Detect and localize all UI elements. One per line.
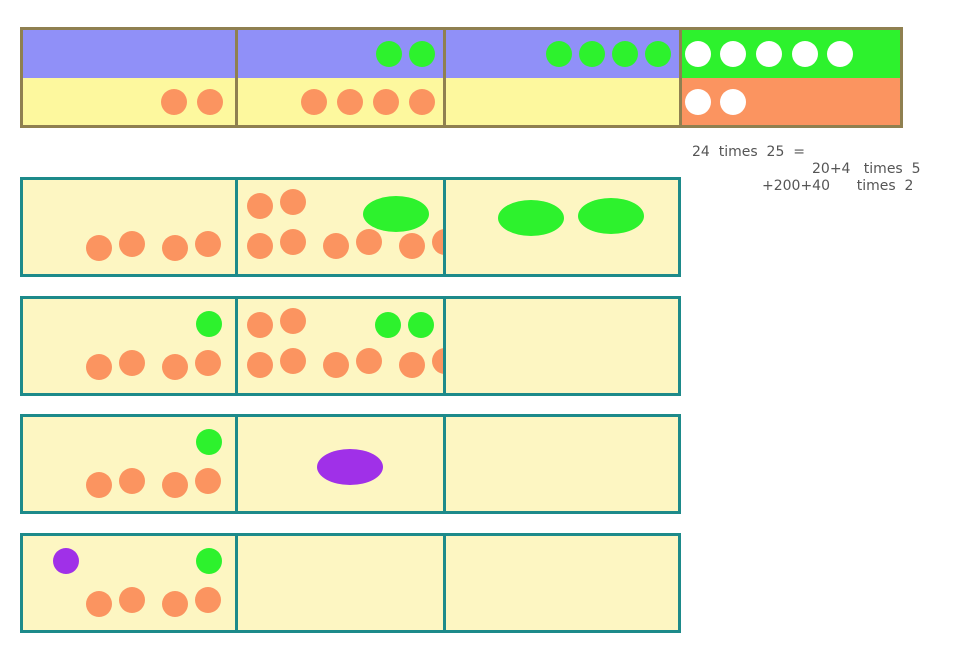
green-piece: [612, 41, 638, 67]
orange-piece: [301, 88, 327, 115]
orange-piece: [323, 233, 349, 259]
top-board-column: [238, 30, 443, 125]
orange-piece: [162, 591, 188, 617]
orange-piece: [247, 233, 273, 259]
top-board-lower-band: [23, 77, 235, 125]
orange-piece: [247, 312, 273, 338]
top-board-lower-band: [682, 77, 900, 125]
orange-piece: [162, 354, 188, 380]
green-piece: [546, 41, 572, 67]
top-board-upper-band: [238, 30, 443, 78]
orange-piece: [162, 472, 188, 498]
orange-piece: [195, 350, 221, 376]
step-board: [20, 533, 681, 633]
step-board-cell: [238, 180, 443, 274]
green-piece: [579, 41, 605, 67]
step-board-cell: [446, 536, 678, 630]
calc-line-2: 20+4 times 5: [812, 161, 921, 177]
step-board-cell: [446, 417, 678, 511]
orange-piece: [432, 348, 443, 374]
orange-piece: [86, 235, 112, 261]
white-piece: [827, 41, 853, 67]
purple-piece: [53, 548, 79, 574]
step-board: [20, 177, 681, 277]
orange-piece: [86, 472, 112, 498]
top-board-upper-band: [446, 30, 679, 78]
big-green-bead: [578, 198, 644, 234]
green-piece: [408, 312, 434, 338]
step-board-cell: [238, 299, 443, 393]
orange-piece: [197, 88, 223, 115]
green-piece: [409, 41, 435, 67]
white-piece: [685, 41, 711, 67]
orange-piece: [86, 354, 112, 380]
orange-piece: [323, 352, 349, 378]
orange-piece: [195, 231, 221, 257]
big-purple-bead: [317, 449, 383, 485]
orange-piece: [86, 591, 112, 617]
orange-piece: [356, 348, 382, 374]
white-piece: [720, 41, 746, 67]
big-green-bead: [363, 196, 429, 232]
green-piece: [196, 548, 222, 574]
step-board: [20, 414, 681, 514]
top-board-column: [23, 30, 235, 125]
orange-piece: [119, 231, 145, 257]
top-board-lower-band: [238, 77, 443, 125]
orange-piece: [119, 468, 145, 494]
top-board-upper-band: [23, 30, 235, 78]
orange-piece: [373, 88, 399, 115]
orange-piece: [119, 350, 145, 376]
orange-piece: [409, 88, 435, 115]
orange-piece: [399, 352, 425, 378]
green-piece: [376, 41, 402, 67]
white-piece: [756, 41, 782, 67]
green-piece: [375, 312, 401, 338]
top-board-upper-band: [682, 30, 900, 78]
step-board-cell: [23, 417, 235, 511]
step-board-cell: [238, 417, 443, 511]
calc-line-1: 24 times 25 =: [692, 144, 805, 160]
orange-piece: [432, 229, 443, 255]
orange-piece: [280, 189, 306, 215]
top-board-column: [682, 30, 900, 125]
orange-piece: [280, 348, 306, 374]
white-piece: [792, 41, 818, 67]
orange-piece: [162, 235, 188, 261]
orange-piece: [119, 587, 145, 613]
orange-piece: [161, 88, 187, 115]
step-board-cell: [446, 180, 678, 274]
step-board-cell: [23, 536, 235, 630]
orange-piece: [356, 229, 382, 255]
orange-piece: [399, 233, 425, 259]
top-place-value-board: [20, 27, 903, 128]
orange-piece: [195, 587, 221, 613]
orange-piece: [195, 468, 221, 494]
step-board-cell: [238, 536, 443, 630]
green-piece: [196, 311, 222, 337]
top-board-column: [446, 30, 679, 125]
green-piece: [645, 41, 671, 67]
big-green-bead: [498, 200, 564, 236]
step-board-cell: [23, 299, 235, 393]
white-piece: [685, 88, 711, 115]
orange-piece: [280, 229, 306, 255]
green-piece: [196, 429, 222, 455]
orange-piece: [280, 308, 306, 334]
white-piece: [720, 88, 746, 115]
top-board-lower-band: [446, 77, 679, 125]
orange-piece: [247, 352, 273, 378]
orange-piece: [247, 193, 273, 219]
orange-piece: [337, 88, 363, 115]
step-board-cell: [446, 299, 678, 393]
calc-line-3: +200+40 times 2: [762, 178, 914, 194]
step-board: [20, 296, 681, 396]
step-board-cell: [23, 180, 235, 274]
